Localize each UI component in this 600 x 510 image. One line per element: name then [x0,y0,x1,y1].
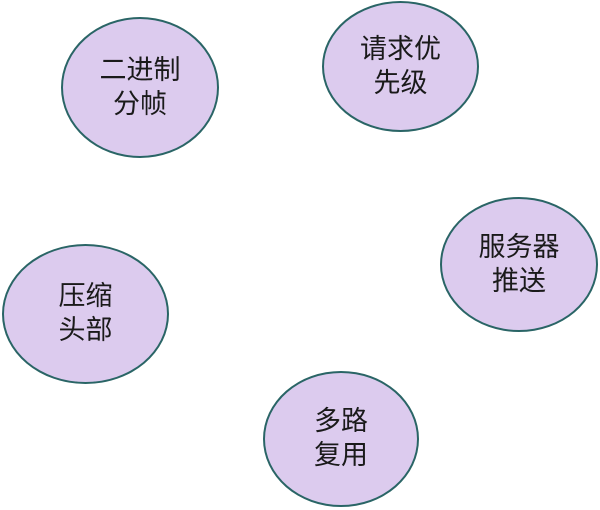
node-label-line2: 头部 [58,315,113,346]
node-label-line1: 多路 [314,406,368,437]
node-multiplexing: 多路 复用 [263,371,419,507]
node-label-line2: 分帧 [113,88,167,120]
node-request-priority: 请求优 先级 [322,1,479,132]
node-server-push: 服务器 推送 [440,197,598,332]
node-header-compression: 压缩 头部 [2,244,169,384]
node-label-line2: 复用 [314,440,368,471]
node-label-line2: 推送 [492,265,546,297]
node-label-line1: 二进制 [99,54,181,86]
node-label-line1: 请求优 [360,33,441,65]
node-binary-framing: 二进制 分帧 [61,17,219,158]
node-label-line1: 压缩 [58,281,113,312]
node-label-line2: 先级 [373,67,428,99]
node-label-line1: 服务器 [478,231,560,263]
